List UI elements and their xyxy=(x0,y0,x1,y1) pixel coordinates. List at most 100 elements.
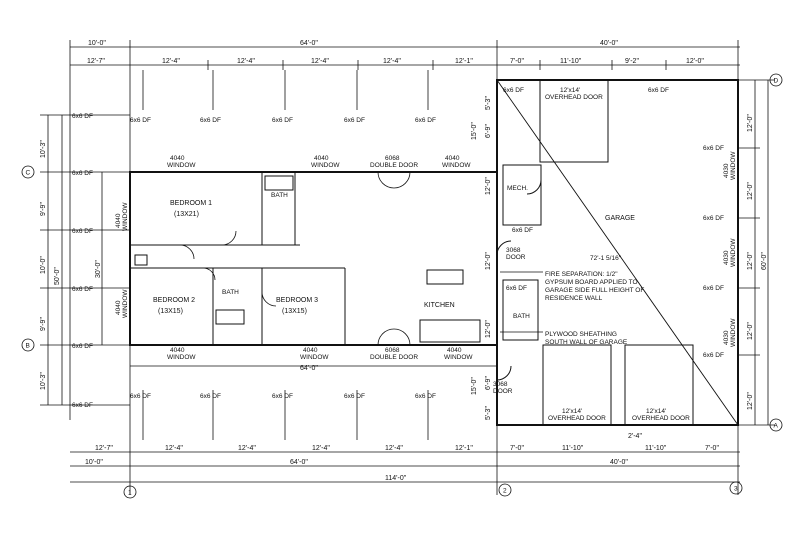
oh-top: OVERHEAD DOOR xyxy=(545,94,603,101)
bot-span-2: 12'-4" xyxy=(165,445,183,452)
room-kitchen: KITCHEN xyxy=(424,302,455,309)
bottom-post-labels: 6x6 DF 6x6 DF 6x6 DF 6x6 DF 6x6 DF xyxy=(130,393,436,400)
win-top-2-size: 4040 xyxy=(314,155,329,162)
left-dim-total: 50'-0" xyxy=(54,267,61,285)
door-bot: DOUBLE DOOR xyxy=(370,354,418,361)
room-labels: BEDROOM 1 (13X21) BEDROOM 2 (13X15) BEDR… xyxy=(153,185,635,320)
left-dim-text: 10'-3" 9'-9" 10'-0" 9'-9" 10'-3" 50'-0" … xyxy=(40,140,102,390)
top-span-3: 12'-4" xyxy=(237,58,255,65)
top-span-7: 7'-0" xyxy=(510,58,524,65)
win-bot-1-size: 4040 xyxy=(170,347,185,354)
door-3068-b: DOOR xyxy=(493,388,513,395)
post-bot-3: 6x6 DF xyxy=(272,393,293,400)
top-post-labels: 6x6 DF 6x6 DF 6x6 DF 6x6 DF 6x6 DF 6x6 D… xyxy=(130,87,669,124)
bot-span-5: 12'-4" xyxy=(385,445,403,452)
left-post-labels: 6x6 DF 6x6 DF 6x6 DF 6x6 DF 6x6 DF 6x6 D… xyxy=(72,113,93,409)
post-garage-1: 6x6 DF xyxy=(503,87,524,94)
post-top-2: 6x6 DF xyxy=(200,117,221,124)
left-dim-5: 10'-3" xyxy=(40,372,47,390)
oh-bot-2-size: 12'x14' xyxy=(646,408,666,415)
bot-span-10: 7'-0" xyxy=(705,445,719,452)
oh-bot-1-size: 12'x14' xyxy=(562,408,582,415)
ply-note-1: PLYWOOD SHEATHING xyxy=(545,331,617,338)
post-left-3: 6x6 DF xyxy=(72,228,93,235)
win-bot-2-size: 4040 xyxy=(303,347,318,354)
post-mech-1: 6x6 DF xyxy=(506,285,527,292)
room-bedroom-1-size: (13X21) xyxy=(174,211,199,218)
annotation-leaders xyxy=(130,271,543,367)
window-labels: 4040 WINDOW 4040 WINDOW 6068 DOUBLE DOOR… xyxy=(115,87,737,422)
room-bedroom-2: BEDROOM 2 xyxy=(153,297,195,304)
grid-3: 3 xyxy=(734,486,738,493)
room-bath-3: BATH xyxy=(513,313,530,320)
win-r-3-size: 4030 xyxy=(723,330,730,345)
room-bath-1: BATH xyxy=(271,192,288,199)
top-overall-mid: 64'-0" xyxy=(300,40,318,47)
post-left-6: 6x6 DF xyxy=(72,402,93,409)
r-dim-3: 12'-0" xyxy=(747,252,754,270)
grid-2: 2 xyxy=(503,488,507,495)
post-garage-2: 6x6 DF xyxy=(648,87,669,94)
bot-overall-right: 40'-0" xyxy=(610,459,628,466)
oh-bot-2: OVERHEAD DOOR xyxy=(632,415,690,422)
house-walls xyxy=(129,171,498,346)
top-span-4: 12'-4" xyxy=(311,58,329,65)
room-bedroom-1: BEDROOM 1 xyxy=(170,200,212,207)
room-bedroom-2-size: (13X15) xyxy=(158,308,183,315)
grid-bubble-text: C B D A 1 2 3 xyxy=(26,78,779,497)
post-bot-5: 6x6 DF xyxy=(415,393,436,400)
post-left-4: 6x6 DF xyxy=(72,286,93,293)
post-top-5: 6x6 DF xyxy=(415,117,436,124)
post-right-1: 6x6 DF xyxy=(703,145,724,152)
win-r-1: WINDOW xyxy=(730,151,737,180)
right-post-labels: 6x6 DF 6x6 DF 6x6 DF 6x6 DF 6x6 DF 6x6 D… xyxy=(506,145,724,359)
top-dim-text: 10'-0" 64'-0" 40'-0" 12'-7" 12'-4" 12'-4… xyxy=(87,40,704,65)
door-top-size: 6068 xyxy=(385,155,400,162)
r-dim-total: 60'-0" xyxy=(761,252,768,270)
g-dim-12-b: 12'-0" xyxy=(485,252,492,270)
bot-span-6: 12'-1" xyxy=(455,445,473,452)
oh-top-size: 12'x14' xyxy=(560,87,580,94)
grid-a: A xyxy=(774,423,779,430)
bot-span-3: 12'-4" xyxy=(238,445,256,452)
room-bedroom-3-size: (13X15) xyxy=(282,308,307,315)
fire-note-4: RESIDENCE WALL xyxy=(545,295,603,302)
left-dim-house: 30'-0" xyxy=(95,260,102,278)
r-dim-2: 12'-0" xyxy=(747,182,754,200)
post-mech-2: 6x6 DF xyxy=(512,227,533,234)
post-bot-2: 6x6 DF xyxy=(200,393,221,400)
bot-overall-mid: 64'-0" xyxy=(290,459,308,466)
g-dim-69-top: 6'-9" xyxy=(485,124,492,138)
door-3068-a-size: 3068 xyxy=(506,247,521,254)
top-span-10: 12'-0" xyxy=(686,58,704,65)
bot-overall-total: 114'-0" xyxy=(385,475,407,482)
bottom-dimension-lines xyxy=(70,451,740,483)
house-length: 64'-0" xyxy=(300,365,318,372)
door-3068-b-size: 3068 xyxy=(493,381,508,388)
door-bot-size: 6068 xyxy=(385,347,400,354)
bottom-dim-text: 12'-7" 12'-4" 12'-4" 12'-4" 12'-4" 12'-1… xyxy=(85,433,719,482)
g-dim-53-bot: 5'-3" xyxy=(485,406,492,420)
win-top-2: WINDOW xyxy=(311,162,340,169)
interior-walls xyxy=(130,172,481,345)
grid-1: 1 xyxy=(128,490,132,497)
top-overall-left: 10'-0" xyxy=(88,40,106,47)
top-span-6: 12'-1" xyxy=(455,58,473,65)
win-r-3: WINDOW xyxy=(730,318,737,347)
left-dimension-lines xyxy=(40,114,130,406)
top-span-5: 12'-4" xyxy=(383,58,401,65)
win-top-3: WINDOW xyxy=(442,162,471,169)
top-post-leaders xyxy=(142,70,429,440)
room-garage: GARAGE xyxy=(605,215,635,222)
ply-note-2: SOUTH WALL OF GARAGE xyxy=(545,339,628,346)
win-left-1: WINDOW xyxy=(122,202,129,231)
g-dim-15-top: 15'-0" xyxy=(471,122,478,140)
g-dim-53-top: 5'-3" xyxy=(485,96,492,110)
r-dim-5: 12'-0" xyxy=(747,392,754,410)
right-dim-text: 12'-0" 12'-0" 12'-0" 12'-0" 12'-0" 60'-0… xyxy=(471,96,768,420)
house-doors xyxy=(179,171,411,346)
bot-span-4: 12'-4" xyxy=(312,445,330,452)
room-bath-2: BATH xyxy=(222,289,239,296)
room-mech: MECH. xyxy=(507,185,528,192)
bot-span-9: 11'-10" xyxy=(645,445,667,452)
